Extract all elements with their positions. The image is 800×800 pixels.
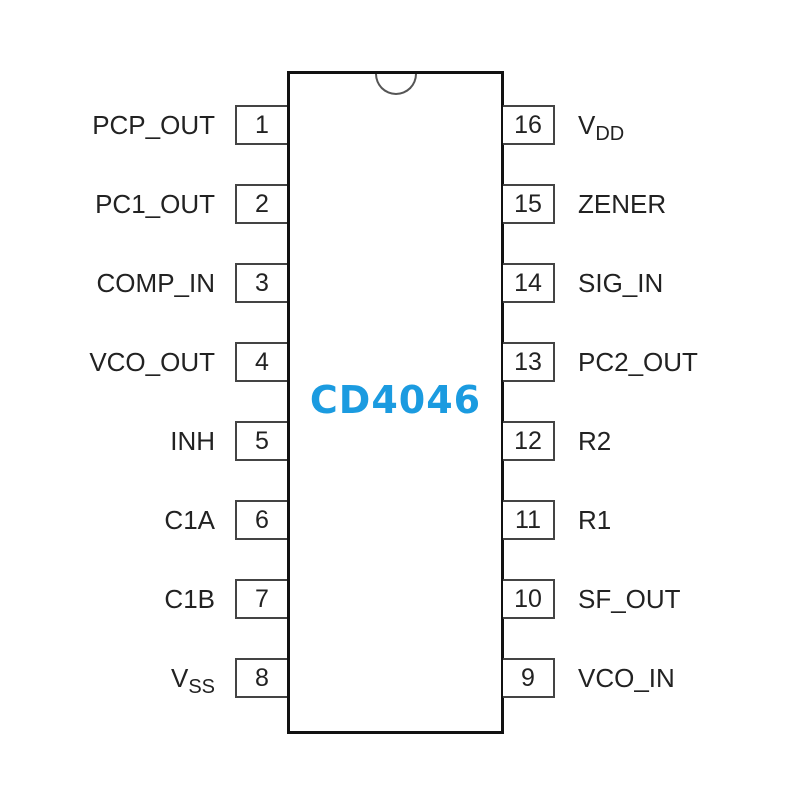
- pin-13-number: 13: [503, 342, 555, 382]
- pin-16-label-subscript: DD: [595, 123, 625, 145]
- pin-1-number: 1: [235, 105, 287, 145]
- pin-3-number: 3: [235, 263, 287, 303]
- pin-6-label: C1A: [164, 505, 215, 535]
- pin-9-number: 9: [503, 658, 555, 698]
- pin-2-number: 2: [235, 184, 287, 224]
- pin-4-number: 4: [235, 342, 287, 382]
- pin-3-label: COMP_IN: [96, 268, 215, 298]
- pin-5-label: INH: [170, 426, 215, 456]
- chip-name: CD4046: [309, 378, 482, 422]
- pin-7-number: 7: [235, 579, 287, 619]
- pin-8-label-subscript: SS: [188, 676, 215, 698]
- pin-14-number: 14: [503, 263, 555, 303]
- pin-12-number: 12: [503, 421, 555, 461]
- pin-9-label: VCO_IN: [578, 663, 675, 693]
- pin-11-number: 11: [503, 500, 555, 540]
- pin-8-number: 8: [235, 658, 287, 698]
- pin-8-label: VSS: [170, 663, 215, 698]
- pin-14-label: SIG_IN: [578, 268, 664, 298]
- pin-2-label: PC1_OUT: [95, 189, 215, 219]
- pin-1-label: PCP_OUT: [92, 110, 215, 140]
- pin-11-label: R1: [578, 505, 612, 535]
- pin-4-label: VCO_OUT: [89, 347, 215, 377]
- pin-15-number: 15: [503, 184, 555, 224]
- pin-10-number: 10: [503, 579, 555, 619]
- pin-16-number: 16: [503, 105, 555, 145]
- chip-body: [287, 71, 504, 734]
- pin-5-number: 5: [235, 421, 287, 461]
- pin-7-label: C1B: [164, 584, 215, 614]
- pin-15-label: ZENER: [578, 189, 667, 219]
- pin-10-label: SF_OUT: [578, 584, 681, 614]
- pin-16-label: VDD: [578, 110, 625, 145]
- pin-13-label: PC2_OUT: [578, 347, 698, 377]
- pin-6-number: 6: [235, 500, 287, 540]
- pin-12-label: R2: [578, 426, 612, 456]
